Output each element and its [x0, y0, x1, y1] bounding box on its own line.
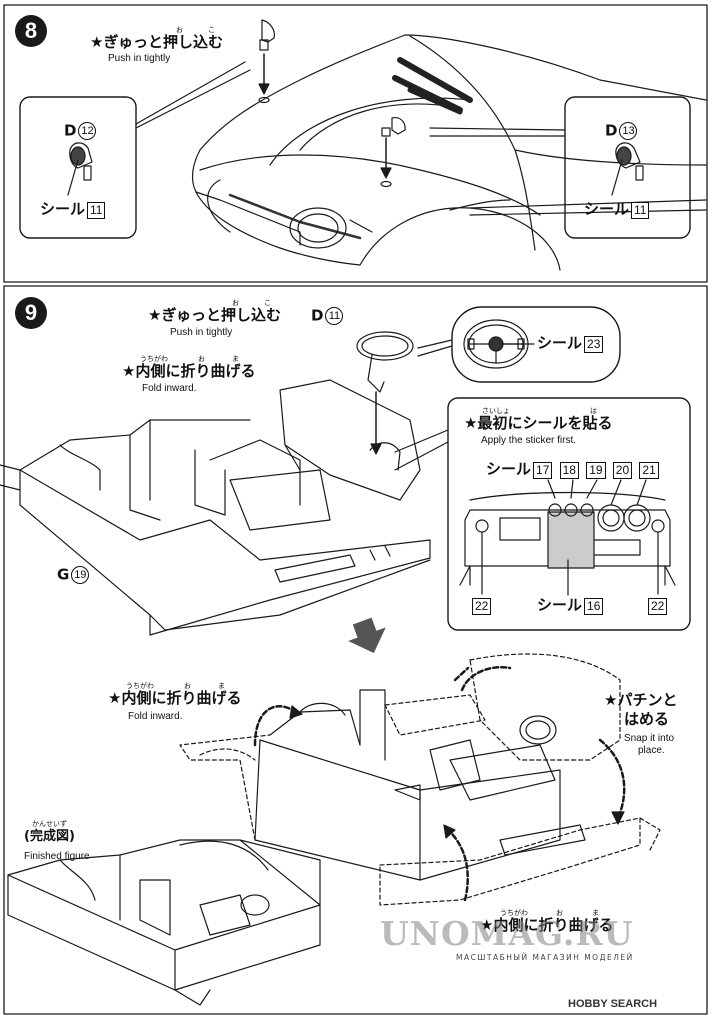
step9-wheel-part-letter: D [311, 306, 324, 325]
step8-right-part-letter: D [605, 121, 618, 140]
step8-left-sticker-number: 11 [87, 202, 106, 219]
step9-fold-jp: ★内側に折り曲げる [122, 362, 256, 380]
dash-detail-illustration [459, 479, 676, 596]
step8-instruction-en: Push in tightly [108, 53, 171, 64]
step8-left-detail-box [19, 96, 137, 239]
step9-fold2-ruby3: ま [218, 682, 225, 690]
step8-left-sticker-label: シール [40, 200, 86, 218]
step9-floor-part-number: 19 [71, 566, 90, 584]
fold-arrow-bottom [446, 828, 469, 902]
step9-fold3-ruby3: ま [592, 909, 599, 917]
wheel-detail-box [451, 306, 621, 383]
step8-number: 8 [15, 15, 47, 47]
fold-arrow-snap [598, 738, 626, 820]
step8-panel-frame [3, 4, 708, 283]
dash-sticker-16: 16 [584, 598, 604, 615]
fold-arrow-right [460, 666, 512, 692]
hobby-search-logo: HOBBY SEARCH [568, 998, 657, 1010]
step8-left-part-letter: D [64, 121, 77, 140]
step9-panel-frame [3, 285, 708, 1015]
step9-fold-en: Fold inward. [142, 383, 197, 394]
watermark-site: UNOMAG.RU [380, 914, 634, 953]
step8-left-part-number: 12 [78, 122, 97, 140]
step8-ruby-push: お [176, 26, 183, 34]
step8-instruction-jp: ★ぎゅっと押し込む [90, 33, 223, 51]
step9-snap-jp-line2: はめる [624, 710, 670, 728]
dash-sticker-right: 22 [646, 598, 668, 615]
watermark-subtitle: МАСШТАБНЫЙ МАГАЗИН МОДЕЛЕЙ [456, 953, 634, 962]
interior-assembly-step2 [179, 653, 661, 906]
fold-arrow-top [453, 666, 470, 682]
step9-fold2-ruby1: うちがわ [126, 682, 154, 690]
wheel-detail-illustration [463, 319, 535, 369]
step9-fold2-jp: ★内側に折り曲げる [108, 689, 242, 707]
step9-snap-en-line1: Snap it into [624, 733, 675, 744]
step9-snap-en-line2: place. [638, 745, 665, 756]
step9-fold-ruby2: お [198, 355, 205, 363]
step8-right-detail-box [564, 96, 691, 239]
step9-fold2-en: Fold inward. [128, 711, 183, 722]
step9-fold3-ruby2: お [556, 909, 563, 917]
step8-left-mirror-part [67, 142, 93, 196]
step9-sticker-first-ruby2: は [590, 407, 597, 415]
step8-right-mirror-part [611, 142, 644, 196]
step8-right-part-number: 13 [619, 122, 638, 140]
dash-detail-box [447, 397, 691, 631]
step9-push-ruby2: こ [264, 299, 271, 307]
step9-snap-jp-line1: ★パチンと [604, 691, 678, 709]
gauge-sticker-21: 21 [639, 462, 659, 479]
finished-figure-illustration [7, 839, 321, 1006]
step9-steering-wheel-part [356, 331, 414, 455]
step9-floor-part-letter: G [57, 565, 70, 584]
step9-wheel-sticker-number: 23 [584, 336, 604, 353]
step9-sticker-first-en: Apply the sticker first. [481, 435, 577, 446]
finished-jp: (完成図) [24, 829, 75, 844]
step8-mirror-hood [380, 117, 406, 188]
step9-fold2-ruby2: お [184, 682, 191, 690]
step9-push-jp: ★ぎゅっと押し込む [148, 306, 281, 324]
step9-push-ruby1: お [232, 299, 239, 307]
step9-push-en: Push in tightly [170, 327, 233, 338]
car-front-illustration [191, 34, 707, 271]
dash-sticker-center-label: シール [537, 596, 583, 614]
step8-right-sticker-label: シール [584, 200, 630, 218]
finished-ruby: かんせいず [32, 820, 67, 828]
step9-number: 9 [15, 297, 47, 329]
step8-mirror-top [258, 19, 275, 104]
gauge-sticker-17: 17 [533, 462, 553, 479]
step8-right-sticker-number: 11 [631, 202, 650, 219]
step9-fold3-ruby1: うちがわ [500, 909, 528, 917]
gauge-sticker-19: 19 [586, 462, 606, 479]
step9-wheel-sticker-label: シール [537, 334, 583, 352]
step9-sticker-first-jp: ★最初にシールを貼る [464, 414, 613, 432]
interior-tub-assembly [0, 379, 431, 636]
gauge-sticker-label: シール [486, 460, 532, 478]
step9-fold3-jp: ★内側に折り曲げる [480, 916, 614, 934]
logo-text: HOBBY SEARCH [568, 998, 658, 1010]
fold-arrow-left [253, 705, 297, 747]
big-down-arrow [348, 617, 386, 653]
step9-wheel-part-number: 11 [325, 307, 344, 325]
gauge-sticker-18: 18 [559, 462, 579, 479]
dash-sticker-22-left: 22 [472, 598, 492, 615]
dash-sticker-22-right: 22 [648, 598, 668, 615]
gauge-sticker-20: 20 [612, 462, 633, 479]
step8-ruby-push2: こ [208, 26, 215, 34]
dash-sticker-left: 22 [470, 598, 492, 615]
finished-en: Finished figure [24, 851, 90, 862]
step9-fold-ruby3: ま [232, 355, 239, 363]
step9-sticker-first-ruby1: さいしょ [482, 407, 510, 415]
step9-fold-ruby1: うちがわ [140, 355, 168, 363]
